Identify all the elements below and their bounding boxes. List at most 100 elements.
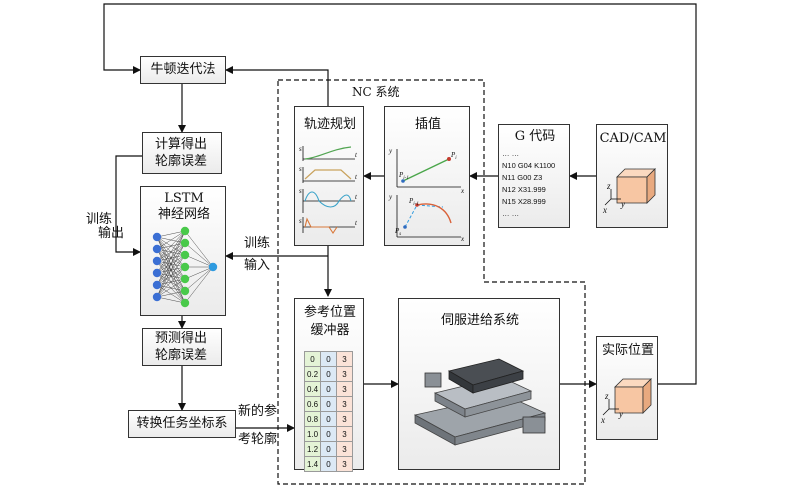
- actual-axis-x: x: [600, 415, 605, 425]
- cad-axis-z: z: [606, 181, 611, 191]
- cad-cam-label: CAD/CAM: [599, 131, 667, 146]
- buffer-cell: 3: [336, 426, 353, 442]
- calc-error-box: 计算得出 轮廓误差: [142, 132, 222, 174]
- buffer-cell: 3: [336, 456, 353, 472]
- input-neuron: [152, 292, 162, 302]
- servo-stage-image: [413, 358, 547, 446]
- trajectory-label: 轨迹规划: [303, 117, 356, 132]
- actual-position-box: 实际位置 z x y: [596, 336, 658, 440]
- gcode-title: G 代码: [514, 129, 556, 144]
- buffer-cell: 0.4: [304, 381, 321, 397]
- buffer-cell: 0.6: [304, 396, 321, 412]
- hidden-neuron: [180, 226, 190, 236]
- gcode-line: N10 G04 K1100: [502, 161, 556, 170]
- buffer-cell: 0: [320, 426, 337, 442]
- hidden-neuron: [180, 250, 190, 260]
- neural-network-icon: [152, 226, 218, 308]
- actual-axis-y: y: [618, 409, 623, 419]
- interp-pi1b-sub: i-1: [413, 202, 419, 207]
- lstm-title: LSTM: [164, 191, 204, 206]
- nc-system-label: NC 系统: [352, 85, 400, 99]
- gcode-line: N15 X28.999: [502, 197, 546, 206]
- svg-text:t: t: [355, 151, 358, 159]
- svg-text:t: t: [355, 219, 358, 227]
- buffer-cell: 0: [320, 396, 337, 412]
- interp-ps-sub: s: [399, 232, 401, 237]
- interp-pi1-label: P: [398, 171, 404, 179]
- interp-axis-x2: x: [460, 235, 465, 241]
- output-neuron: [208, 262, 218, 272]
- buffer-cell: 0: [320, 456, 337, 472]
- hidden-neuron: [180, 262, 190, 272]
- cad-axis-x: x: [602, 205, 607, 215]
- new-ref-line1: 新的参: [238, 404, 278, 419]
- svg-text:s: s: [299, 217, 302, 225]
- predict-error-box: 预测得出 轮廓误差: [142, 328, 222, 366]
- interp-label: 插值: [414, 117, 441, 132]
- interp-axis-y1: y: [388, 147, 393, 155]
- hidden-neuron: [180, 238, 190, 248]
- lstm-box: LSTM 神经网络: [140, 186, 226, 316]
- buffer-cell: 3: [336, 381, 353, 397]
- interp-axis-x1: x: [460, 187, 465, 195]
- interp-pi-sub: i: [455, 156, 457, 161]
- ref-buffer-line2: 缓冲器: [310, 323, 350, 338]
- transform-coord-box: 转换任务坐标系: [128, 410, 236, 438]
- svg-text:s: s: [299, 145, 302, 153]
- input-neuron: [152, 280, 162, 290]
- train-out-label-c1: 训练: [86, 212, 113, 227]
- interpolation-plots-icon: y x y x Pi Pi-1 Pi-1 Ps: [388, 147, 465, 241]
- input-neuron: [152, 256, 162, 266]
- newton-iteration-box: 牛顿迭代法: [140, 56, 226, 84]
- train-out-label-c2: 输出: [98, 226, 125, 241]
- newton-label: 牛顿迭代法: [150, 62, 216, 77]
- buffer-cell: 3: [336, 411, 353, 427]
- nc-boundary: [277, 79, 586, 485]
- servo-label: 伺服进给系统: [440, 313, 519, 328]
- hidden-neuron: [180, 274, 190, 284]
- interp-ps-label: P: [394, 227, 400, 235]
- buffer-cell: 0: [320, 351, 337, 367]
- buffer-cell: 3: [336, 441, 353, 457]
- svg-text:s: s: [299, 165, 302, 173]
- cad-cam-box: CAD/CAM z x y: [596, 124, 668, 228]
- svg-text:s: s: [299, 187, 302, 195]
- gcode-line: N11 G00 Z3: [502, 173, 543, 182]
- input-neuron: [152, 244, 162, 254]
- svg-text:t: t: [355, 173, 358, 181]
- buffer-cell: 1.2: [304, 441, 321, 457]
- cad-axis-y: y: [620, 199, 625, 209]
- interp-axis-y2: y: [388, 193, 393, 201]
- servo-system-box: 伺服进给系统: [398, 298, 560, 470]
- buffer-cell: 0.8: [304, 411, 321, 427]
- buffer-cell: 0: [320, 441, 337, 457]
- hidden-neuron: [180, 286, 190, 296]
- buffer-cell: 3: [336, 351, 353, 367]
- interp-pi-label: P: [450, 151, 456, 159]
- train-in-line1: 训练: [244, 236, 271, 251]
- gcode-box: G 代码 … … N10 G04 K1100 N11 G00 Z3 N12 X3…: [498, 124, 570, 228]
- train-in-line2: 输入: [244, 258, 271, 273]
- buffer-cell: 0: [320, 381, 337, 397]
- gcode-line: N12 X31.999: [502, 185, 546, 194]
- interp-pi1b-label: P: [408, 197, 414, 205]
- svg-text:Pi-1: Pi-1: [398, 171, 409, 181]
- actual-axis-z: z: [604, 391, 609, 401]
- buffer-cell: 0: [304, 351, 321, 367]
- cube-icon: z x y: [602, 168, 656, 215]
- buffer-cell: 0: [320, 411, 337, 427]
- gcode-line: … …: [502, 209, 520, 218]
- cube-icon: z x y: [600, 378, 652, 425]
- input-neuron: [152, 232, 162, 242]
